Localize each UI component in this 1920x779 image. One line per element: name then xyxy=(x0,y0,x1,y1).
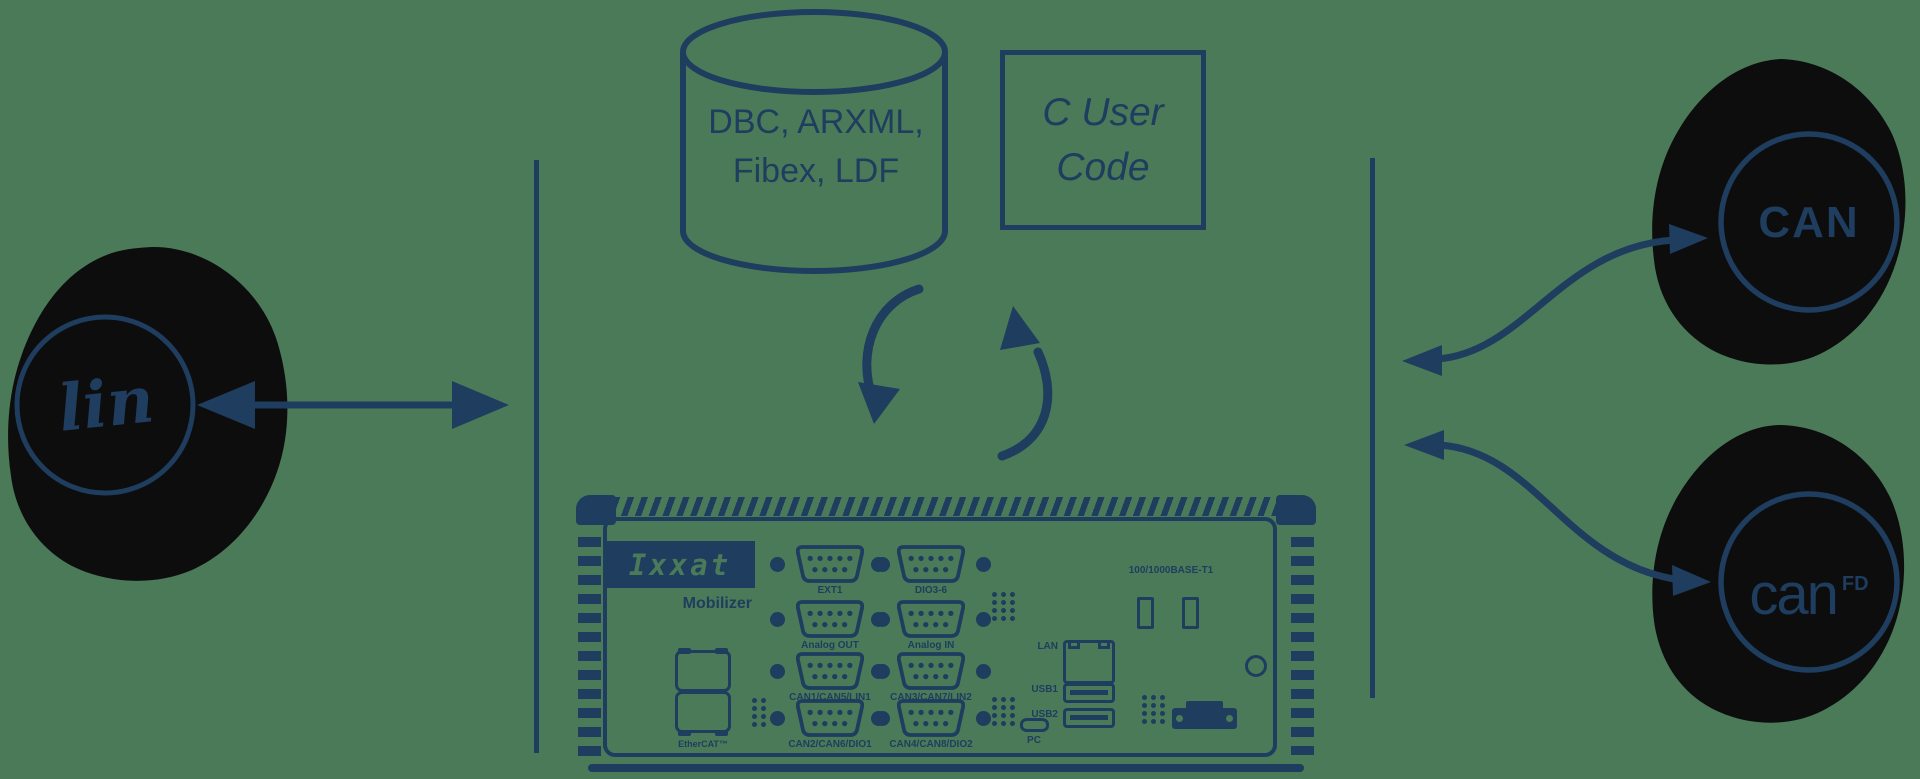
can-logo-label: CAN xyxy=(1758,198,1860,247)
dsub-connector-icon xyxy=(796,699,864,737)
lan-port-label: LAN xyxy=(1037,641,1058,652)
dsub-plug-icon xyxy=(1172,701,1237,729)
screw-hole xyxy=(770,611,785,627)
connector-label: DIO3-6 xyxy=(914,585,948,596)
lan-latch xyxy=(1098,640,1110,649)
plug-hole xyxy=(1226,715,1233,722)
canfd-logo-fd: FD xyxy=(1841,573,1869,595)
connector-label: CAN2/CAN6/DIO1 xyxy=(788,739,872,750)
screw-hole xyxy=(871,663,886,679)
database-formats-line1: DBC, ARXML, xyxy=(708,103,924,141)
connector-label: CAN4/CAN8/DIO2 xyxy=(889,739,973,750)
lin-blob xyxy=(8,246,288,581)
board-castellation-top xyxy=(614,497,1278,516)
screw-hole xyxy=(770,710,785,726)
pin-header-icon xyxy=(992,697,1015,726)
can-logo-circle xyxy=(1718,131,1900,313)
pin-header-icon xyxy=(1142,695,1165,724)
usb2-port-icon xyxy=(1063,708,1115,728)
connector-label: CAN1/CAN5/LIN1 xyxy=(789,692,871,703)
screw-hole xyxy=(770,556,785,572)
ixxat-logo-text: Ixxat xyxy=(628,547,732,582)
dsub-connector-analog-in: Analog IN xyxy=(871,600,991,651)
canfd-logo-circle xyxy=(1718,491,1900,673)
ethernet-standard-label: 100/1000BASE-T1 xyxy=(1128,565,1214,576)
dsub-connector-can4: CAN4/CAN8/DIO2 xyxy=(871,699,991,750)
ethernet-port-icon xyxy=(1137,597,1154,629)
screw-hole xyxy=(976,663,991,679)
ethernet-port-icon xyxy=(1182,597,1199,629)
usb2-port-label: USB2 xyxy=(1031,709,1058,720)
screw-hole xyxy=(976,611,991,627)
separator-lines xyxy=(534,158,1375,753)
lin-logo-label: lin xyxy=(54,361,158,447)
database-formats-line2: Fibex, LDF xyxy=(732,152,900,190)
ethercat-module-icon xyxy=(675,648,731,736)
board-corner xyxy=(1276,495,1316,525)
dsub-connector-icon xyxy=(897,545,965,583)
screw-hole xyxy=(871,710,886,726)
canfd-logo-word: can xyxy=(1749,562,1839,627)
dsub-connector-icon xyxy=(897,699,965,737)
screw-hole xyxy=(976,710,991,726)
connector-label: Analog OUT xyxy=(801,640,859,651)
dsub-connector-icon xyxy=(897,652,965,690)
module-pad xyxy=(678,648,691,654)
database-cylinder-icon xyxy=(680,9,948,274)
database-formats-label: DBC, ARXML, Fibex, LDF xyxy=(688,98,944,196)
can-blob xyxy=(1652,59,1906,365)
model-label: Mobilizer xyxy=(682,595,752,612)
screw-hole xyxy=(871,556,886,572)
lan-port-icon xyxy=(1063,640,1115,684)
c-user-code-box: C User Code xyxy=(1000,50,1206,230)
lan-latch xyxy=(1068,640,1080,649)
mounting-hole-icon xyxy=(1245,655,1267,677)
dsub-connector-dio: DIO3-6 xyxy=(871,545,991,596)
ixxat-mobilizer-device: Ixxat Mobilizer EtherCAT™ xyxy=(576,495,1316,773)
connector-label: Analog IN xyxy=(907,640,955,651)
dsub-connector-icon xyxy=(796,652,864,690)
dsub-connector-icon xyxy=(796,545,864,583)
screw-hole xyxy=(871,611,886,627)
canfd-logo-label: can FD xyxy=(1722,540,1896,624)
sync-arrows-icon xyxy=(858,284,1053,461)
ixxat-logo: Ixxat xyxy=(605,541,755,588)
can-arrow xyxy=(1402,224,1708,376)
c-user-code-line2: Code xyxy=(1056,146,1150,189)
usb1-port-icon xyxy=(1063,683,1115,703)
board-castellation-right xyxy=(1291,537,1314,755)
c-user-code-line1: C User xyxy=(1042,91,1164,134)
logo-circles xyxy=(14,131,1900,673)
pc-port-label: PC xyxy=(1027,735,1041,746)
pin-header-icon xyxy=(992,592,1015,621)
board-outline xyxy=(603,517,1277,757)
board-castellation-left xyxy=(578,537,601,759)
screw-hole xyxy=(976,556,991,572)
connector-label: CAN3/CAN7/LIN2 xyxy=(890,692,972,703)
ethercat-label: EtherCAT™ xyxy=(678,739,728,749)
connector-label: EXT1 xyxy=(817,585,843,596)
usb1-port-label: USB1 xyxy=(1031,684,1058,695)
canfd-arrow xyxy=(1404,430,1711,596)
plug-hole xyxy=(1176,715,1183,722)
dsub-connector-icon xyxy=(897,600,965,638)
board-bottom-edge xyxy=(588,764,1304,772)
module-pad xyxy=(715,648,728,654)
screw-hole xyxy=(770,663,785,679)
pin-header-icon xyxy=(752,698,766,727)
module-block xyxy=(675,691,731,733)
module-block xyxy=(675,650,731,692)
lin-logo-circle xyxy=(14,314,196,496)
lin-arrow xyxy=(197,381,509,429)
module-pad xyxy=(715,730,728,736)
pc-port-icon xyxy=(1020,718,1049,732)
dsub-connector-icon xyxy=(796,600,864,638)
module-pad xyxy=(678,730,691,736)
dsub-connector-can3: CAN3/CAN7/LIN2 xyxy=(871,652,991,703)
